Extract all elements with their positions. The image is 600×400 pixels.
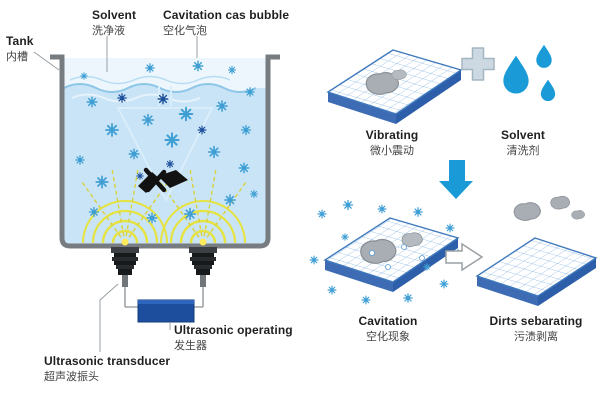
cavitation-bubble-label-en: Cavitation cas bubble: [163, 8, 290, 22]
dirts-separating-caption-en: Dirts sebarating: [489, 314, 583, 328]
vibrating-caption-en: Vibrating: [365, 128, 419, 142]
tank-label-en: Tank: [6, 34, 34, 48]
wires: [124, 287, 204, 308]
solvent-label-en: Solvent: [92, 8, 137, 22]
solvent-label: Solvent 洗净液: [92, 8, 136, 38]
emitter-dot-right: [199, 238, 207, 246]
separated-dirt-blobs: [513, 195, 585, 221]
cavitation-bubble-label-zh: 空化气泡: [163, 24, 207, 37]
right-arrow-icon: [445, 242, 484, 272]
ultrasonic-operating-label-zh: 发生器: [174, 339, 207, 352]
ultrasonic-operating-label: Ultrasonic operating 发生器: [174, 323, 293, 353]
dirt-blob: [360, 238, 397, 264]
emitter-dot-left: [121, 238, 129, 246]
down-arrow-icon: [439, 160, 473, 199]
implosion-dots: [369, 244, 425, 270]
solvent-drops-icon: [503, 44, 556, 102]
vibrating-caption: Vibrating 微小震动: [332, 128, 452, 158]
transducer-right: [189, 247, 217, 287]
solvent-caption: Solvent 清洗剂: [463, 128, 583, 158]
ultrasonic-transducer-label-en: Ultrasonic transducer: [44, 354, 171, 368]
parts-cluster: [138, 167, 188, 193]
dirts-separating-caption: Dirts sebarating 污渍剥离: [471, 314, 600, 344]
tank-graphic: [33, 36, 280, 352]
solvent-label-zh: 洗净液: [92, 24, 125, 37]
vibrating-plate: [326, 49, 463, 124]
cavitation-caption-zh: 空化现象: [366, 330, 410, 343]
tank-walls: [50, 54, 280, 249]
cavitation-caption-en: Cavitation: [358, 314, 418, 328]
generator-box: [137, 299, 195, 323]
ultrasound-waves-left: [81, 168, 169, 244]
dirts-separating-caption-zh: 污渍剥离: [514, 330, 558, 343]
water: [64, 84, 266, 244]
ultrasonic-transducer-label: Ultrasonic transducer 超声波振头: [44, 354, 170, 384]
cavitation-plate: [323, 217, 460, 292]
vibrating-caption-zh: 微小震动: [370, 144, 414, 157]
plus-icon: [461, 47, 495, 81]
cavitation-bubble-label: Cavitation cas bubble 空化气泡: [163, 8, 289, 38]
leader-tank: [33, 51, 60, 71]
transducer-left: [111, 247, 139, 287]
ultrasound-waves-right: [159, 168, 247, 244]
clean-plate: [475, 237, 598, 306]
tank-label-zh: 内槽: [6, 50, 28, 63]
tank-air-space: [64, 58, 266, 92]
ultrasonic-operating-label-en: Ultrasonic operating: [174, 323, 293, 337]
solvent-caption-en: Solvent: [500, 128, 546, 142]
tank-label: Tank 内槽: [6, 34, 34, 64]
dirt-blob: [391, 69, 407, 80]
ultrasonic-transducer-label-zh: 超声波振头: [44, 370, 99, 383]
leader-transducer: [99, 283, 119, 352]
leader-lines: [33, 36, 198, 352]
cavitation-caption: Cavitation 空化现象: [328, 314, 448, 344]
solvent-caption-zh: 清洗剂: [506, 144, 540, 157]
